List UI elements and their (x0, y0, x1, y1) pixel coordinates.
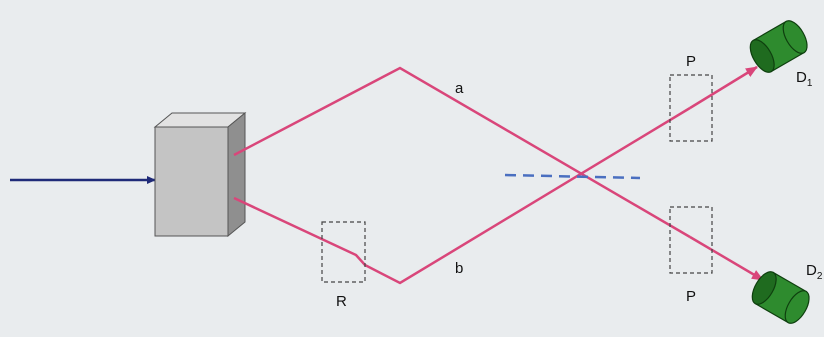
crystal-block (153, 111, 247, 238)
crystal-front-face (154, 126, 229, 237)
label-detector-1: D1 (796, 69, 813, 89)
label-detector-1-sub: 1 (807, 78, 813, 89)
polarizer-bottom-box (669, 206, 713, 274)
beam-to-detector-2 (689, 235, 764, 282)
label-detector-2: D2 (806, 262, 823, 282)
label-path-b: b (455, 260, 463, 277)
detector-1-back (782, 20, 808, 54)
label-detector-2-main: D (806, 262, 817, 279)
detector-1 (749, 20, 808, 73)
label-polarizer-bottom: P (686, 288, 696, 305)
beam-splitter (504, 173, 641, 180)
detector-2-back (784, 290, 810, 324)
polarizer-top-box (669, 74, 713, 142)
crystal-side-face (227, 111, 246, 238)
beam-path-a (233, 66, 691, 239)
detector-2 (751, 271, 810, 324)
detector-1-face (749, 39, 775, 73)
beam-to-detector-1 (689, 65, 758, 110)
beam-path-b (233, 106, 691, 285)
label-detector-1-main: D (796, 69, 807, 86)
label-path-a: a (455, 80, 464, 97)
rotator-box (321, 221, 366, 283)
label-detector-2-sub: 2 (817, 271, 823, 282)
label-polarizer-top: P (686, 53, 696, 70)
label-rotator: R (336, 293, 347, 310)
detector-2-face (751, 271, 777, 305)
